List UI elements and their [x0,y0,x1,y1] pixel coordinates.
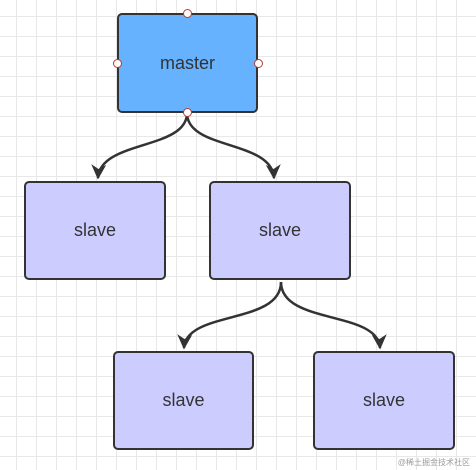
node-slave-bottom-right[interactable]: slave [313,351,455,450]
node-slave-left-label: slave [73,220,117,240]
node-slave-bottom-left[interactable]: slave [113,351,254,450]
edge-slave-middle-to-slave-bottom-right[interactable] [279,281,387,350]
edge-master-to-slave-left[interactable] [91,112,189,180]
resize-handle-bottom[interactable] [183,108,192,117]
resize-handle-top[interactable] [183,9,192,18]
resize-handle-left[interactable] [113,59,122,68]
node-slave-middle-label: slave [258,220,302,240]
node-slave-left[interactable]: slave [24,181,166,280]
node-slave-middle[interactable]: slave [209,181,351,280]
resize-handle-right[interactable] [254,59,263,68]
edge-slave-middle-to-slave-bottom-left[interactable] [177,281,283,350]
watermark: @稀土掘金技术社区 [397,458,470,467]
node-slave-bottom-right-label: slave [362,390,406,410]
node-master[interactable]: master [117,13,258,113]
node-master-label: master [159,52,215,73]
edge-master-to-slave-middle[interactable] [185,112,281,180]
node-slave-bottom-left-label: slave [162,390,205,410]
